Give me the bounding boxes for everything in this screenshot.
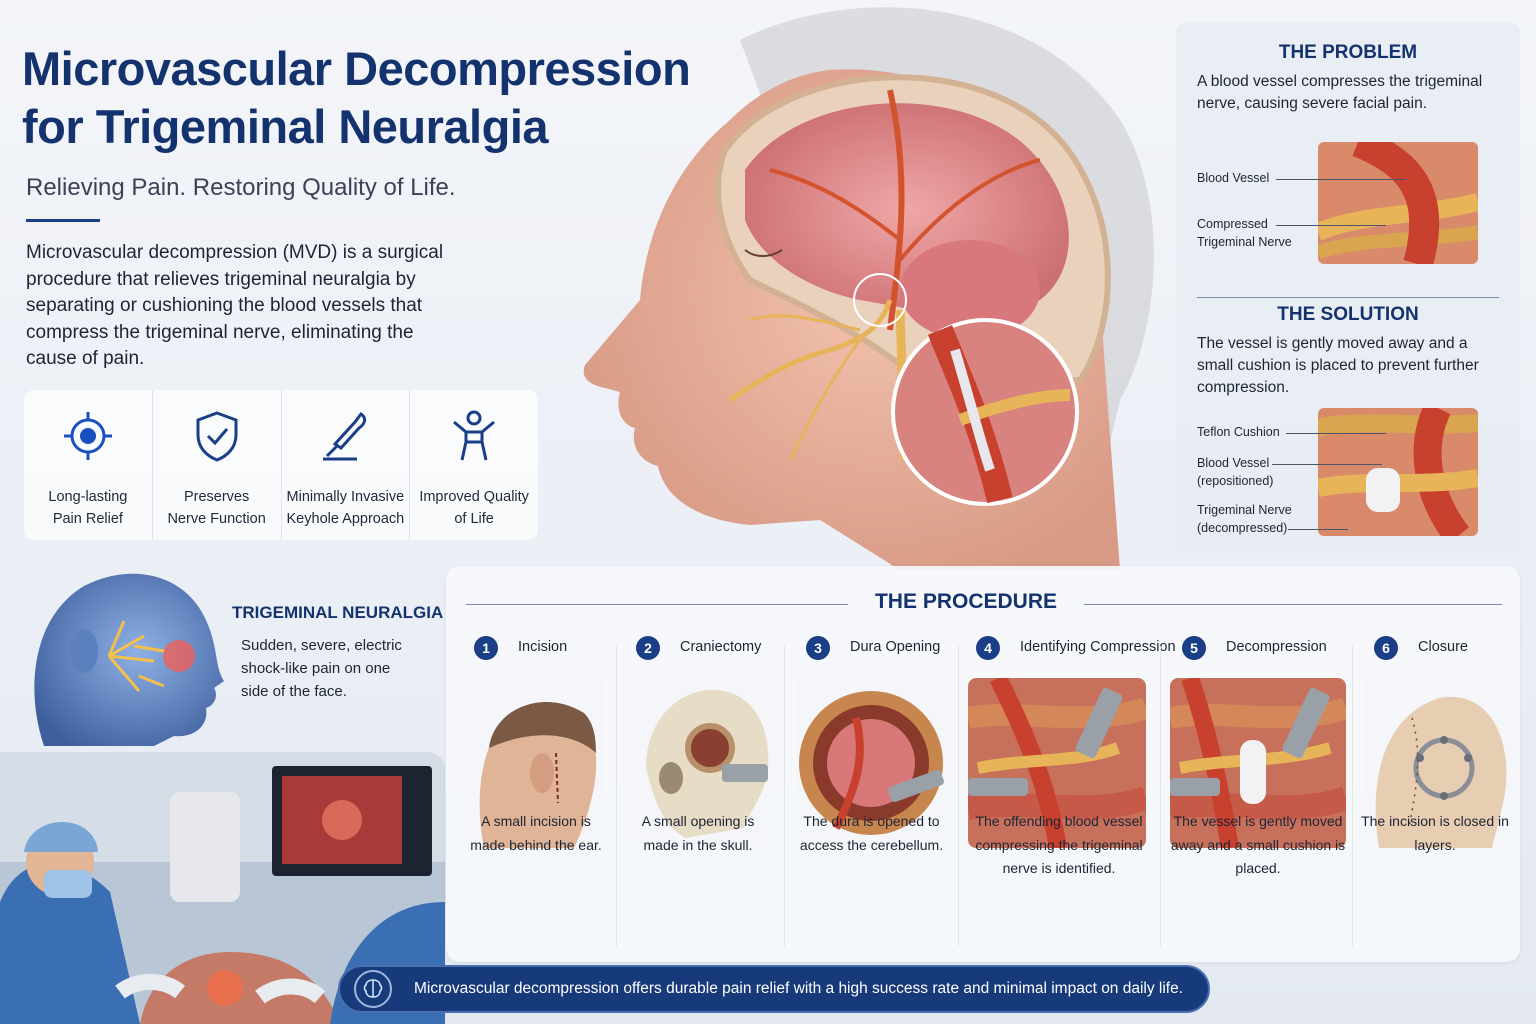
solution-heading: THE SOLUTION xyxy=(1277,304,1419,325)
step-title: Closure xyxy=(1418,639,1468,655)
decompression-illustration xyxy=(1170,678,1346,848)
head-anatomy-illustration xyxy=(583,7,1154,570)
step-title: Incision xyxy=(518,639,568,655)
craniectomy-illustration xyxy=(626,678,776,848)
problem-illustration xyxy=(1318,142,1478,264)
step-2-description: A small opening is made in the skull. xyxy=(641,813,755,853)
step-4-description: The offending blood vessel compressing t… xyxy=(975,813,1143,876)
benefit-pain-relief: Long-lasting Pain Relief xyxy=(24,390,153,540)
step-1-description: A small incision is made behind the ear. xyxy=(470,813,602,853)
brain-icon xyxy=(354,970,392,1008)
procedure-heading: THE PROCEDURE xyxy=(874,590,1058,613)
closure-illustration xyxy=(1364,678,1514,848)
step-number: 6 xyxy=(1374,636,1398,660)
target-icon xyxy=(63,412,112,460)
incision-illustration xyxy=(454,678,604,848)
summary-text: Microvascular decompression offers durab… xyxy=(414,980,1184,997)
dura-opening-illustration xyxy=(796,678,946,848)
solution-text: The vessel is gently moved away and a sm… xyxy=(1197,335,1479,396)
shield-check-icon xyxy=(196,411,238,462)
problem-solution-panel: THE PROBLEM A blood vessel compresses th… xyxy=(1176,22,1520,554)
step-number: 3 xyxy=(806,636,830,660)
summary-banner: Microvascular decompression offers durab… xyxy=(338,965,1210,1013)
page-subtitle: Relieving Pain. Restoring Quality of Lif… xyxy=(26,174,456,201)
step-number: 1 xyxy=(474,636,498,660)
trigeminal-face-illustration xyxy=(34,573,224,746)
problem-heading: THE PROBLEM xyxy=(1278,42,1418,63)
step-number: 5 xyxy=(1182,636,1206,660)
callout-teflon-cushion: Teflon Cushion xyxy=(1197,425,1280,439)
step-5-description: The vessel is gently moved away and a sm… xyxy=(1170,813,1346,876)
page-title: Microvascular Decompression for Trigemin… xyxy=(22,42,691,153)
callout-compressed: Compressed xyxy=(1197,217,1268,231)
benefit-nerve-function: Preserves Nerve Function xyxy=(153,390,282,540)
intro-paragraph: Microvascular decompression (MVD) is a s… xyxy=(26,242,444,369)
solution-illustration xyxy=(1318,408,1478,536)
callout-blood-vessel-repositioned: Blood Vessel xyxy=(1197,456,1270,470)
problem-text: A blood vessel compresses the trigeminal… xyxy=(1197,73,1483,112)
step-title: Dura Opening xyxy=(850,639,941,655)
step-title: Decompression xyxy=(1226,639,1327,655)
operating-room-photo xyxy=(0,752,445,1024)
person-icon xyxy=(453,410,496,461)
benefit-quality-of-life: Improved Quality of Life xyxy=(410,390,538,540)
procedure-panel: THE PROCEDURE 1 Incision A small incisio… xyxy=(446,566,1520,962)
neuralgia-heading: TRIGEMINAL NEURALGIA xyxy=(232,603,444,622)
step-6-description: The incision is closed in layers. xyxy=(1361,813,1509,853)
callout-blood-vessel: Blood Vessel xyxy=(1197,171,1270,185)
step-number: 4 xyxy=(976,636,1000,660)
identifying-compression-illustration xyxy=(968,678,1146,848)
benefit-minimally-invasive: Minimally Invasive Keyhole Approach xyxy=(282,390,411,540)
callout-trigeminal-nerve: Trigeminal Nerve xyxy=(1197,235,1292,249)
scalpel-icon xyxy=(323,411,367,461)
step-3-description: The dura is opened to access the cerebel… xyxy=(799,813,944,853)
neuralgia-text: Sudden, severe, electric shock-like pain… xyxy=(241,637,402,700)
step-number: 2 xyxy=(636,636,660,660)
step-title: Identifying Compression xyxy=(1020,639,1176,655)
step-title: Craniectomy xyxy=(680,639,762,655)
callout-trigeminal-decompressed: Trigeminal Nerve xyxy=(1197,503,1292,517)
benefits-panel: Long-lasting Pain Relief Preserves Nerve… xyxy=(24,390,538,540)
title-divider xyxy=(26,219,100,222)
